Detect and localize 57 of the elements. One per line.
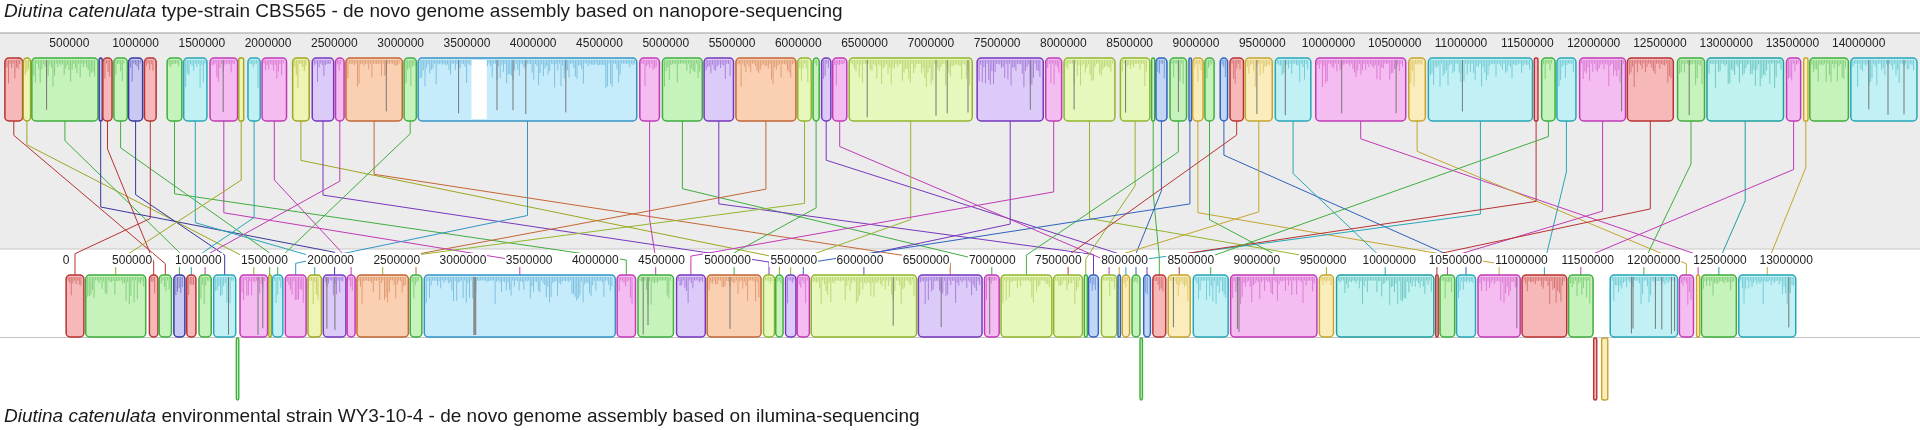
axis-tick-label: 4500000 xyxy=(637,253,686,267)
axis-tick-label: 4500000 xyxy=(576,36,623,50)
axis-tick-label: 500000 xyxy=(111,253,154,267)
axis-tick-label: 7000000 xyxy=(967,253,1017,267)
axis-tick-label: 7500000 xyxy=(1034,253,1083,267)
axis-tick-label: 3500000 xyxy=(504,253,554,267)
track-title: Diutina catenulata environmental strain WY3-10-4 - de novo genome assembly based on ilumina-sequencing xyxy=(4,405,920,427)
axis-tick-label: 0 xyxy=(61,253,71,267)
axis-tick-label: 11000000 xyxy=(1434,36,1488,50)
axis-tick-label: 9000000 xyxy=(1172,36,1220,50)
axis-tick-label: 10000000 xyxy=(1361,253,1417,267)
axis-tick-label: 7500000 xyxy=(973,36,1021,50)
axis-tick-label: 10500000 xyxy=(1368,36,1422,50)
axis-tick-label: 6000000 xyxy=(774,36,822,50)
axis-tick-label: 3000000 xyxy=(377,36,424,50)
axis-tick-label: 6500000 xyxy=(841,36,888,50)
axis-tick-label: 10000000 xyxy=(1301,36,1356,50)
axis-tick-label: 9000000 xyxy=(1232,253,1282,267)
axis-tick-label: 12500000 xyxy=(1692,253,1748,267)
axis-tick-label: 4000000 xyxy=(570,253,620,267)
axis-tick-label: 1500000 xyxy=(178,36,226,50)
axis-tick-label: 12000000 xyxy=(1566,36,1621,50)
axis-tick-label: 3500000 xyxy=(443,36,491,50)
axis-tick-label: 8500000 xyxy=(1166,253,1216,267)
axis-tick-label: 1000000 xyxy=(112,36,159,50)
axis-tick-label: 10500000 xyxy=(1427,253,1484,267)
axis-tick-label: 2500000 xyxy=(372,253,422,267)
axis-tick-label: 13000000 xyxy=(1699,36,1753,50)
axis-tick-label: 2000000 xyxy=(306,253,355,267)
axis-tick-label: 5500000 xyxy=(708,36,756,50)
axis-tick-label: 2000000 xyxy=(244,36,292,50)
axis-tick-label: 5000000 xyxy=(642,36,690,50)
track-title: Diutina catenulata type-strain CBS565 - de novo genome assembly based on nanopore-sequencing xyxy=(4,0,843,22)
axis-tick-label: 11500000 xyxy=(1501,36,1554,50)
axis-tick-label: 6000000 xyxy=(835,253,885,267)
axis-tick-label: 8000000 xyxy=(1100,253,1149,267)
axis-tick-label: 2500000 xyxy=(311,36,358,50)
axis-tick-label: 13500000 xyxy=(1765,36,1820,50)
axis-tick-label: 8500000 xyxy=(1106,36,1153,50)
axis-tick-label: 500000 xyxy=(49,36,90,50)
axis-tick-label: 1500000 xyxy=(240,253,289,267)
axis-tick-label: 9500000 xyxy=(1238,36,1286,50)
axis-tick-label: 11500000 xyxy=(1560,253,1615,267)
axis-tick-label: 8000000 xyxy=(1040,36,1087,50)
axis-tick-label: 1000000 xyxy=(174,253,223,267)
axis-tick-label: 9500000 xyxy=(1298,253,1348,267)
axis-tick-label: 6500000 xyxy=(901,253,951,267)
axis-tick-label: 5500000 xyxy=(769,253,819,267)
axis-tick-label: 4000000 xyxy=(509,36,557,50)
axis-tick-label: 3000000 xyxy=(438,253,488,267)
axis-tick-label: 5000000 xyxy=(703,253,752,267)
axis-tick-label: 7000000 xyxy=(907,36,955,50)
axis-tick-label: 12500000 xyxy=(1633,36,1687,50)
axis-tick-label: 12000000 xyxy=(1626,253,1682,267)
axis-tick-label: 13000000 xyxy=(1758,253,1814,267)
axis-tick-label: 11000000 xyxy=(1494,253,1549,267)
axis-tick-label: 14000000 xyxy=(1832,36,1886,50)
